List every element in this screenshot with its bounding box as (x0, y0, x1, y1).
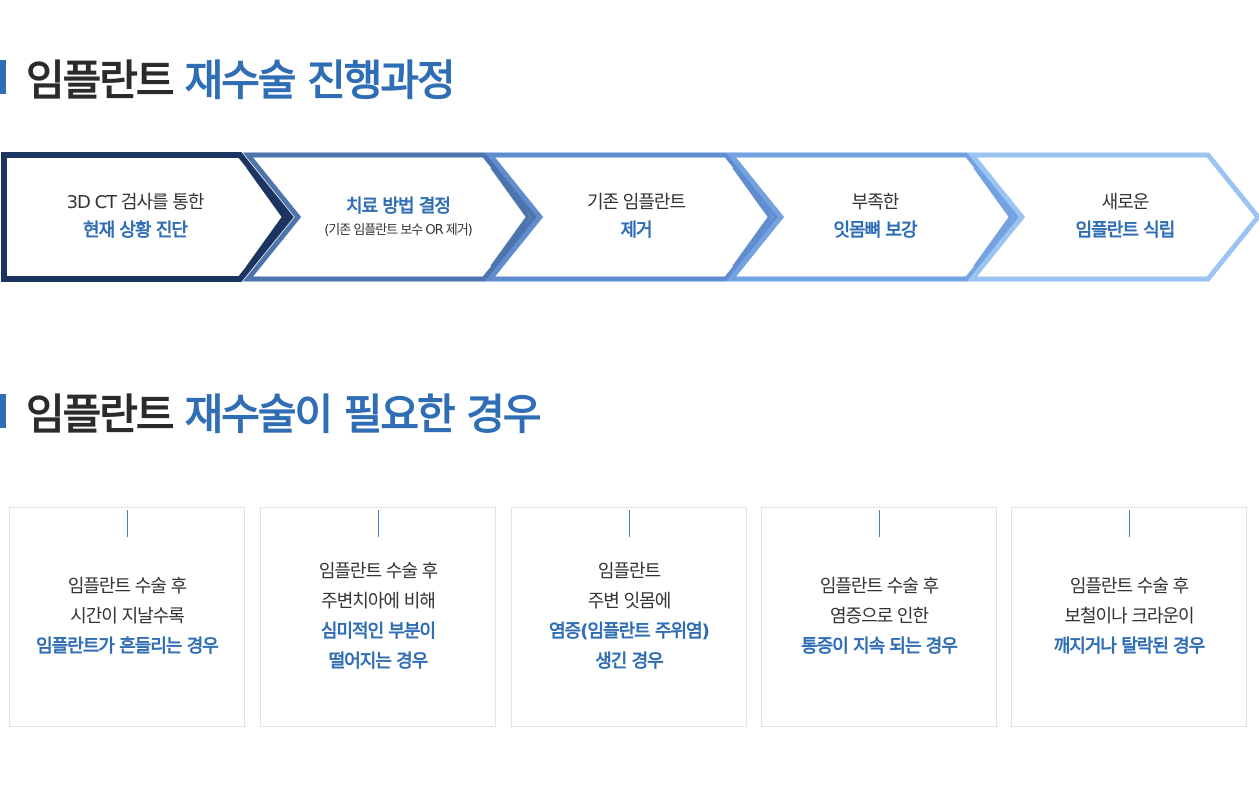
cases-section-title: 임플란트 재수술이 필요한 경우 (0, 386, 542, 439)
case-card-2: 임플란트 수술 후 주변치아에 비해 심미적인 부분이 떨어지는 경우 (260, 507, 496, 727)
case-highlight: 떨어지는 경우 (328, 651, 429, 672)
case-text: 임플란트 수술 후 (67, 576, 187, 597)
chevron-step-4 (725, 152, 1021, 282)
title-accent-bar (0, 394, 6, 428)
card-tick-line (629, 510, 630, 537)
case-card-3: 임플란트 주변 잇몸에 염증(임플란트 주위염) 생긴 경우 (511, 507, 747, 727)
step-line-2: 현재 상황 진단 (83, 220, 188, 241)
title-dark-text: 임플란트 (26, 55, 175, 105)
case-highlight: 임플란트가 흔들리는 경우 (36, 636, 219, 657)
case-text: 임플란트 수술 후 (318, 561, 438, 582)
process-step-5: 새로운 임플란트 식립 (1020, 150, 1230, 284)
step-line-2: 제거 (620, 220, 652, 241)
card-tick-line (879, 510, 880, 537)
process-step-3: 기존 임플란트 제거 (531, 150, 741, 284)
case-text: 임플란트 (597, 561, 661, 582)
process-step-1: 3D CT 검사를 통한 현재 상황 진단 (30, 150, 240, 284)
chevron-step-1 (1, 152, 294, 282)
title-accent-text: 재수술 진행과정 (184, 55, 456, 105)
title-dark-text: 임플란트 (26, 389, 175, 439)
case-text: 시간이 지날수록 (70, 606, 185, 627)
case-highlight: 깨지거나 탈락된 경우 (1053, 636, 1206, 657)
chevron-accent-2 (490, 165, 531, 269)
title-accent-bar (0, 60, 6, 94)
chevron-accent-4 (973, 165, 1014, 269)
step-line-2: (기존 임플란트 보수 OR 제거) (324, 223, 473, 238)
card-tick-line (127, 510, 128, 537)
process-step-2: 치료 방법 결정 (기존 임플란트 보수 OR 제거) (293, 150, 503, 284)
chevron-step-5 (966, 152, 1259, 282)
case-text: 주변치아에 비해 (321, 591, 436, 612)
process-chevron-diagram (1, 152, 1259, 282)
chevron-accent-3 (732, 165, 773, 269)
case-highlight: 심미적인 부분이 (320, 621, 436, 642)
case-text: 주변 잇몸에 (587, 591, 672, 612)
case-text: 임플란트 수술 후 (1069, 576, 1189, 597)
card-tick-line (378, 510, 379, 537)
process-step-4: 부족한 잇몸뼈 보강 (770, 150, 980, 284)
case-card-1: 임플란트 수술 후 시간이 지날수록 임플란트가 흔들리는 경우 (9, 507, 245, 727)
step-line-1: 치료 방법 결정 (346, 196, 451, 217)
chevron-accent-1 (246, 165, 287, 269)
case-highlight: 통증이 지속 되는 경우 (801, 636, 958, 657)
case-highlight: 생긴 경우 (595, 651, 664, 672)
step-line-1: 새로운 (1101, 192, 1150, 213)
case-text: 염증으로 인한 (829, 606, 929, 627)
process-section-title: 임플란트 재수술 진행과정 (0, 52, 456, 105)
step-line-2: 임플란트 식립 (1075, 220, 1176, 241)
title-accent-text: 재수술이 필요한 경우 (184, 389, 542, 439)
chevron-step-3 (484, 152, 780, 282)
step-line-1: 부족한 (851, 192, 900, 213)
case-card-5: 임플란트 수술 후 보철이나 크라운이 깨지거나 탈락된 경우 (1011, 507, 1247, 727)
case-highlight: 염증(임플란트 주위염) (549, 621, 710, 642)
case-text: 보철이나 크라운이 (1064, 606, 1194, 627)
card-tick-line (1129, 510, 1130, 537)
step-line-1: 기존 임플란트 (586, 192, 686, 213)
step-line-1: 3D CT 검사를 통한 (66, 192, 205, 213)
chevron-step-2 (242, 152, 538, 282)
step-line-2: 잇몸뼈 보강 (833, 220, 917, 241)
case-text: 임플란트 수술 후 (819, 576, 939, 597)
case-card-4: 임플란트 수술 후 염증으로 인한 통증이 지속 되는 경우 (761, 507, 997, 727)
